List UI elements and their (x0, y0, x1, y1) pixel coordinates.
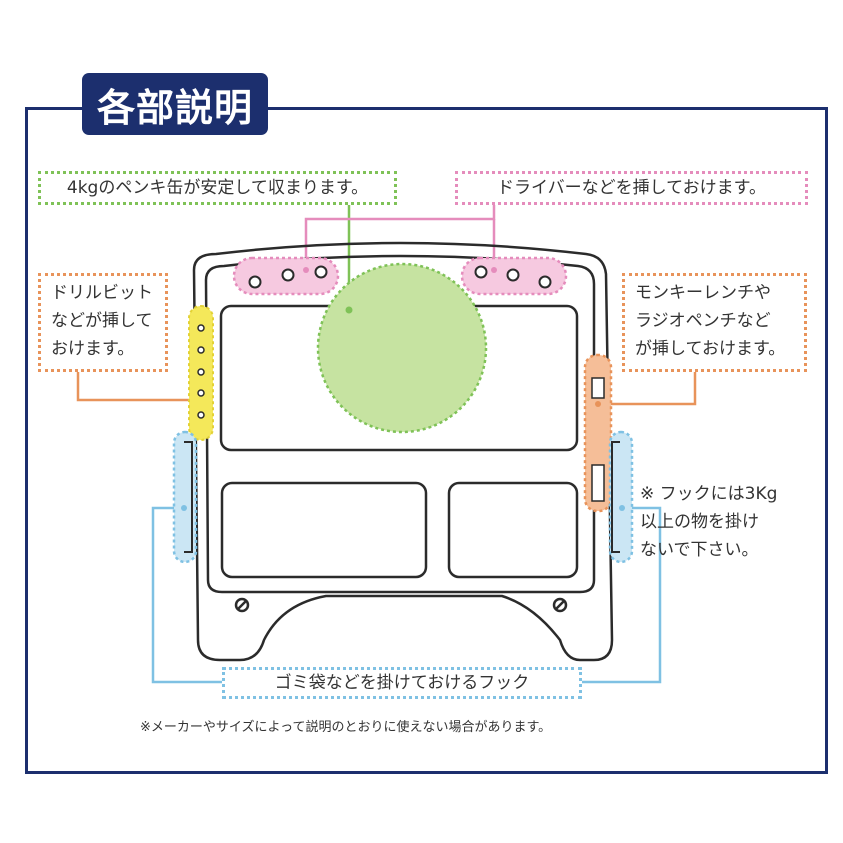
drill-bit-holder (188, 305, 214, 441)
wrench-callout-line-2: ラジオペンチなど (635, 311, 771, 331)
stool-inner-shape (204, 254, 596, 594)
hook-left (172, 430, 198, 564)
disclaimer-text: ※メーカーやサイズによって説明のとおりに使えない場合があります。 (140, 720, 552, 735)
drill-bit-callout-line-3: おけます。 (51, 339, 135, 359)
hook-right (608, 430, 634, 564)
screwdriver-callout-text: ドライバーなどを挿しておけます。 (497, 178, 766, 198)
paint-can-area (316, 262, 488, 434)
drill-bit-callout-line-1: ドリルビット (51, 283, 153, 303)
wrench-callout: モンキーレンチや ラジオペンチなど が挿しておけます。 (622, 273, 807, 372)
hook-warning-line-1: ※ フックには3Kg (640, 484, 778, 504)
hook-callout: ゴミ袋などを掛けておけるフック (222, 667, 582, 699)
hook-warning-line-3: ないで下さい。 (640, 540, 759, 560)
screw-left (234, 597, 250, 613)
paint-can-callout: 4kgのペンキ缶が安定して収まります。 (38, 171, 397, 205)
bottom-right-panel (447, 481, 579, 579)
screw-left-slot (237, 600, 247, 610)
hook-warning-note: ※ フックには3Kg 以上の物を掛け ないで下さい。 (640, 480, 777, 564)
bottom-left-panel (220, 481, 428, 579)
hook-leader-right (580, 506, 662, 684)
drill-bit-leader (76, 370, 200, 402)
drill-bit-callout: ドリルビット などが挿して おけます。 (38, 273, 168, 372)
wrench-holder (583, 353, 613, 513)
paint-can-callout-text: 4kgのペンキ缶が安定して収まります。 (66, 178, 369, 198)
screw-right (552, 597, 568, 613)
screwdriver-callout: ドライバーなどを挿しておけます。 (455, 171, 808, 205)
section-title: 各部説明 (82, 73, 268, 135)
hook-warning-line-2: 以上の物を掛け (640, 512, 759, 532)
screw-right-slot (555, 600, 565, 610)
hook-leader-left (151, 506, 224, 684)
wrench-callout-line-3: が挿しておけます。 (635, 339, 786, 359)
screwdriver-leader-left (304, 203, 496, 270)
screwdriver-holder-right (460, 256, 568, 296)
screwdriver-holder-left (232, 256, 340, 296)
drill-bit-callout-line-2: などが挿して (51, 311, 153, 331)
hook-callout-text: ゴミ袋などを掛けておけるフック (274, 673, 530, 693)
paint-can-leader-dot (345, 306, 353, 314)
stool-outer-shape (192, 241, 614, 662)
wrench-callout-line-1: モンキーレンチや (635, 283, 771, 303)
wrench-leader (598, 370, 697, 406)
